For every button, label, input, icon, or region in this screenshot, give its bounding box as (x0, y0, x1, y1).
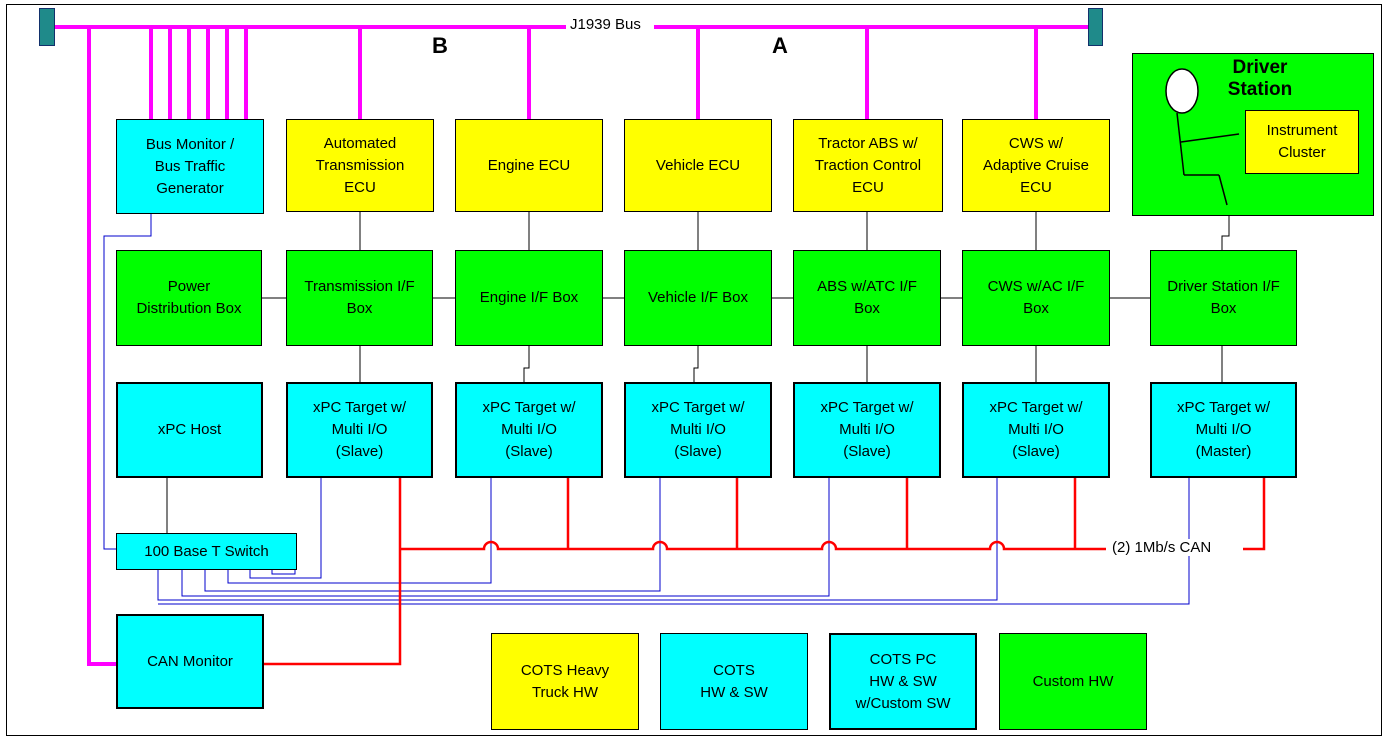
legend-cots-pc-custom-sw: COTS PC HW & SW w/Custom SW (829, 633, 977, 730)
black-connectors (166, 212, 1230, 533)
vehicle-if-box[interactable]: Vehicle I/F Box (624, 250, 772, 346)
legend-cots-hw-sw: COTS HW & SW (660, 633, 808, 730)
bus-monitor-box[interactable]: Bus Monitor / Bus Traffic Generator (116, 119, 264, 214)
instrument-cluster-box[interactable]: Instrument Cluster (1245, 110, 1359, 174)
can-lines (264, 478, 1266, 666)
section-label-a: A (772, 33, 788, 58)
xpc-target-abs-box[interactable]: xPC Target w/ Multi I/O (Slave) (793, 382, 941, 478)
cws-ac-if-box[interactable]: CWS w/AC I/F Box (962, 250, 1110, 346)
can-bus-label: (2) 1Mb/s CAN (1112, 539, 1212, 556)
vehicle-ecu-box[interactable]: Vehicle ECU (624, 119, 772, 212)
j1939-bus-lines (55, 25, 1088, 666)
driver-station-if-box[interactable]: Driver Station I/F Box (1150, 250, 1297, 346)
driver-station-title: Driver Station (1227, 57, 1293, 100)
ethernet-switch-box[interactable]: 100 Base T Switch (116, 533, 297, 570)
diagram-frame (6, 4, 1382, 736)
bus-terminator-right (1088, 8, 1103, 46)
power-distribution-box[interactable]: Power Distribution Box (116, 250, 262, 346)
legend-custom-hw: Custom HW (999, 633, 1147, 730)
ethernet-lines (103, 212, 1190, 605)
cws-ecu-box[interactable]: CWS w/ Adaptive Cruise ECU (962, 119, 1110, 212)
engine-if-box[interactable]: Engine I/F Box (455, 250, 603, 346)
transmission-if-box[interactable]: Transmission I/F Box (286, 250, 433, 346)
transmission-ecu-box[interactable]: Automated Transmission ECU (286, 119, 434, 212)
driver-figure-icon (1165, 68, 1240, 206)
xpc-host-box[interactable]: xPC Host (116, 382, 263, 478)
xpc-target-engine-box[interactable]: xPC Target w/ Multi I/O (Slave) (455, 382, 603, 478)
abs-ecu-box[interactable]: Tractor ABS w/ Traction Control ECU (793, 119, 943, 212)
xpc-target-vehicle-box[interactable]: xPC Target w/ Multi I/O (Slave) (624, 382, 772, 478)
engine-ecu-box[interactable]: Engine ECU (455, 119, 603, 212)
section-label-b: B (432, 33, 448, 58)
xpc-target-master-box[interactable]: xPC Target w/ Multi I/O (Master) (1150, 382, 1297, 478)
xpc-target-cws-box[interactable]: xPC Target w/ Multi I/O (Slave) (962, 382, 1110, 478)
xpc-target-transmission-box[interactable]: xPC Target w/ Multi I/O (Slave) (286, 382, 433, 478)
legend-cots-heavy-truck: COTS Heavy Truck HW (491, 633, 639, 730)
abs-atc-if-box[interactable]: ABS w/ATC I/F Box (793, 250, 941, 346)
j1939-bus-label: J1939 Bus (570, 16, 641, 33)
can-monitor-box[interactable]: CAN Monitor (116, 614, 264, 709)
bus-terminator-left (39, 8, 55, 46)
